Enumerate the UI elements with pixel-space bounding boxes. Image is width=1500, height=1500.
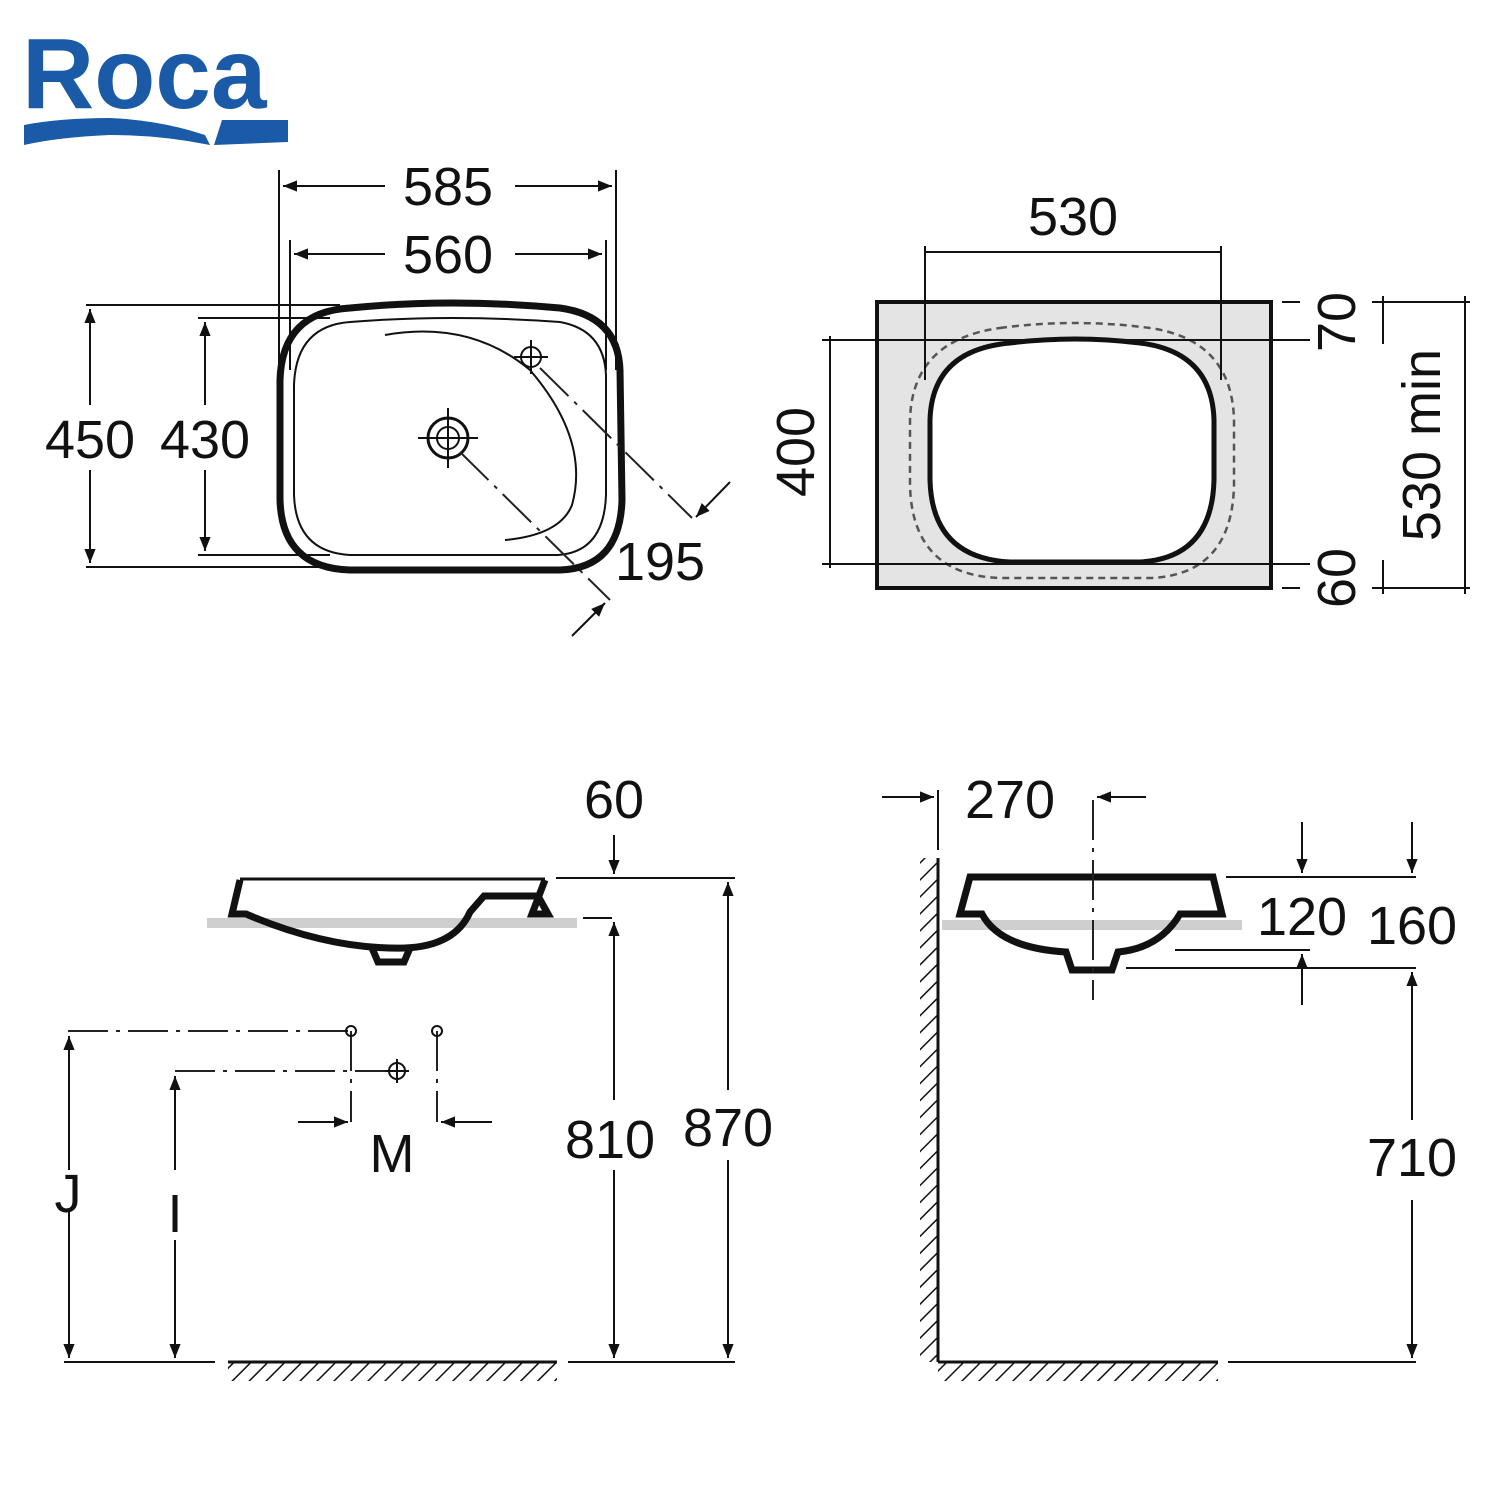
dim-outer-depth: 450 bbox=[45, 410, 135, 470]
front-elevation: 60 810 870 M J I bbox=[55, 770, 773, 1381]
dim-tap-distance: 195 bbox=[615, 532, 705, 592]
dim-label-m: M bbox=[370, 1124, 415, 1184]
wave-icon bbox=[24, 118, 210, 145]
dim-cutout-depth: 400 bbox=[766, 407, 826, 497]
dim-bowl-depth-inner: 120 bbox=[1257, 887, 1347, 947]
dim-rim-thickness: 60 bbox=[584, 770, 644, 830]
dim-counter-height: 810 bbox=[565, 1110, 655, 1170]
roca-logo: Roca bbox=[22, 18, 288, 145]
dim-back-margin: 60 bbox=[1307, 548, 1367, 608]
tap-point-icon bbox=[431, 1025, 443, 1037]
dim-label-i: I bbox=[167, 1184, 182, 1244]
dim-rim-height: 870 bbox=[683, 1098, 773, 1158]
side-elevation: 270 120 160 710 bbox=[882, 770, 1457, 1381]
wall-hatch bbox=[920, 858, 938, 1362]
dim-front-margin: 70 bbox=[1307, 292, 1367, 352]
dim-bowl-depth-outer: 160 bbox=[1367, 896, 1457, 956]
dim-outer-width: 585 bbox=[403, 157, 493, 217]
dim-inner-depth: 430 bbox=[160, 410, 250, 470]
dim-counter-min-depth: 530 min bbox=[1392, 349, 1452, 541]
dim-wall-distance: 270 bbox=[965, 770, 1055, 830]
dim-cutout-width: 530 bbox=[1028, 187, 1118, 247]
dim-label-j: J bbox=[55, 1164, 82, 1224]
cutout-outline bbox=[927, 336, 1217, 565]
brand-wordmark: Roca bbox=[22, 18, 268, 130]
dim-inner-width: 560 bbox=[403, 225, 493, 285]
tap-point-icon bbox=[345, 1025, 357, 1037]
floor-hatch bbox=[938, 1363, 1218, 1381]
dim-outlet-height: 710 bbox=[1367, 1128, 1457, 1188]
top-view: 585 560 450 430 bbox=[45, 157, 731, 637]
cutout-view: 530 400 70 60 530 min bbox=[766, 187, 1470, 608]
floor-hatch bbox=[228, 1363, 557, 1381]
